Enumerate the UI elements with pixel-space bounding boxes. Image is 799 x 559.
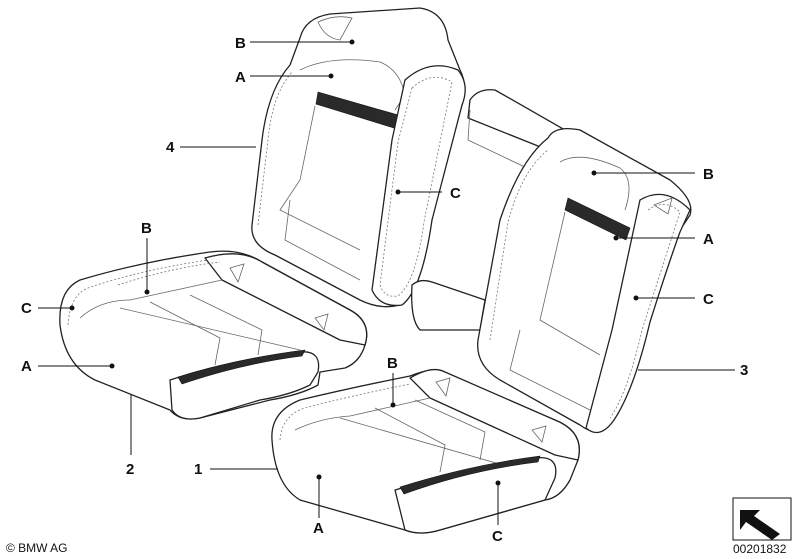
callout-part-1: 1	[194, 461, 202, 478]
callout-back-right-a: A	[703, 231, 714, 248]
drawing-number: 00201832	[733, 542, 787, 556]
callout-seat-left-c: C	[21, 300, 32, 317]
leader-lines	[38, 39, 735, 525]
callout-back-left-b: B	[235, 35, 246, 52]
callout-part-3: 3	[740, 362, 748, 379]
callout-part-2: 2	[126, 461, 134, 478]
callout-seat-left-b: B	[141, 220, 152, 237]
backrest-left	[251, 7, 466, 308]
orientation-arrow-icon	[732, 497, 792, 541]
callout-back-left-c: C	[450, 185, 461, 202]
callout-part-4: 4	[166, 139, 175, 156]
backrest-right	[411, 89, 692, 434]
seat-right	[271, 368, 580, 534]
seat-left	[59, 250, 368, 420]
callout-labels: B A 4 C B C A 2 B A C 3 B 1 A C	[21, 35, 748, 545]
callout-seat-right-a: A	[313, 520, 324, 537]
callout-seat-right-b: B	[387, 355, 398, 372]
callout-seat-right-c: C	[492, 528, 503, 545]
callout-back-right-b: B	[703, 166, 714, 183]
callout-back-left-a: A	[235, 69, 246, 86]
callout-back-right-c: C	[703, 291, 714, 308]
copyright-text: © BMW AG	[6, 541, 68, 555]
callout-seat-left-a: A	[21, 358, 32, 375]
